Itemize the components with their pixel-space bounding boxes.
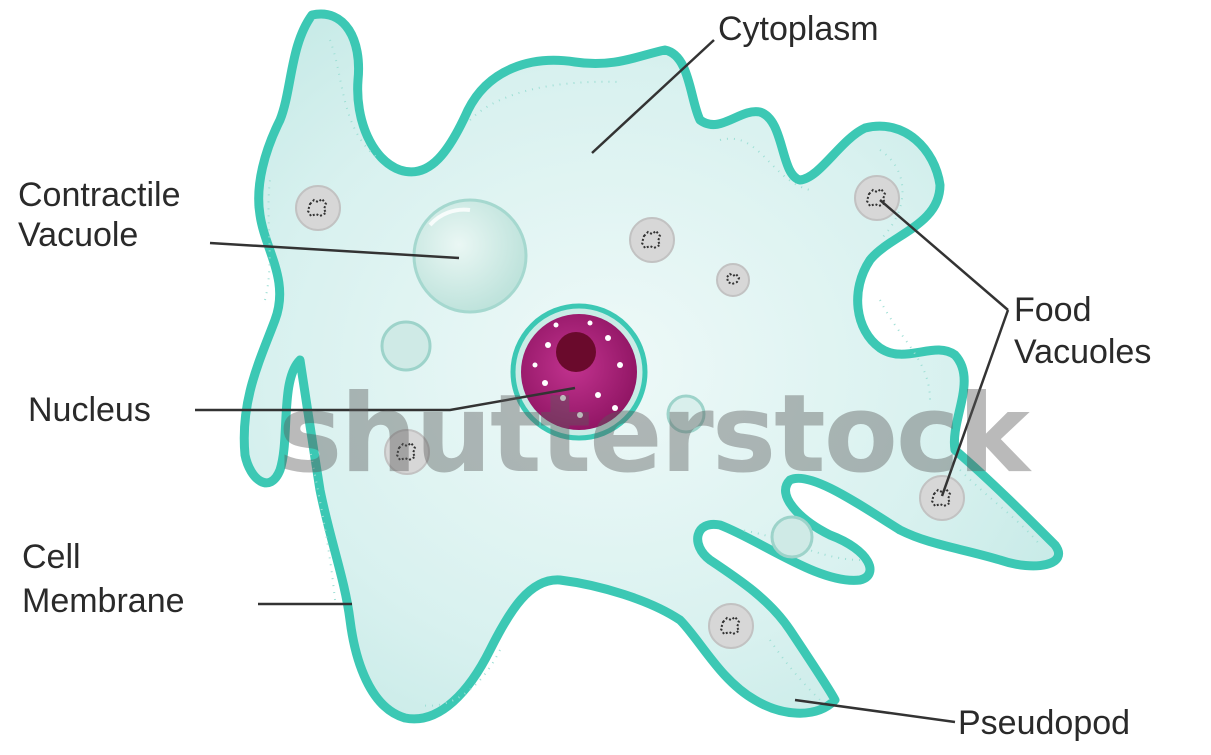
label-cell-membrane-line-1: Cell: [22, 540, 185, 574]
label-contractile-vacuole-line-2: Vacuole: [18, 218, 181, 252]
small-vacuole: [772, 517, 812, 557]
watermark: shutterstock: [278, 372, 1028, 497]
label-cytoplasm: Cytoplasm: [718, 12, 879, 46]
label-food-vacuoles: Food Vacuoles: [1014, 293, 1151, 369]
label-contractile-vacuole: Contractile Vacuole: [18, 178, 181, 252]
small-vacuole: [382, 322, 430, 370]
label-cell-membrane: Cell Membrane: [22, 540, 185, 618]
label-nucleus: Nucleus: [28, 393, 151, 427]
food-vacuole-leader-line-upper: [880, 200, 1008, 310]
label-food-vacuoles-line-1: Food: [1014, 293, 1151, 327]
label-food-vacuoles-line-2: Vacuoles: [1014, 335, 1151, 369]
label-pseudopod: Pseudopod: [958, 706, 1130, 740]
label-cell-membrane-line-2: Membrane: [22, 584, 185, 618]
label-contractile-vacuole-line-1: Contractile: [18, 178, 181, 212]
nucleolus: [556, 332, 596, 372]
amoeba-cell-body: [244, 14, 1058, 719]
